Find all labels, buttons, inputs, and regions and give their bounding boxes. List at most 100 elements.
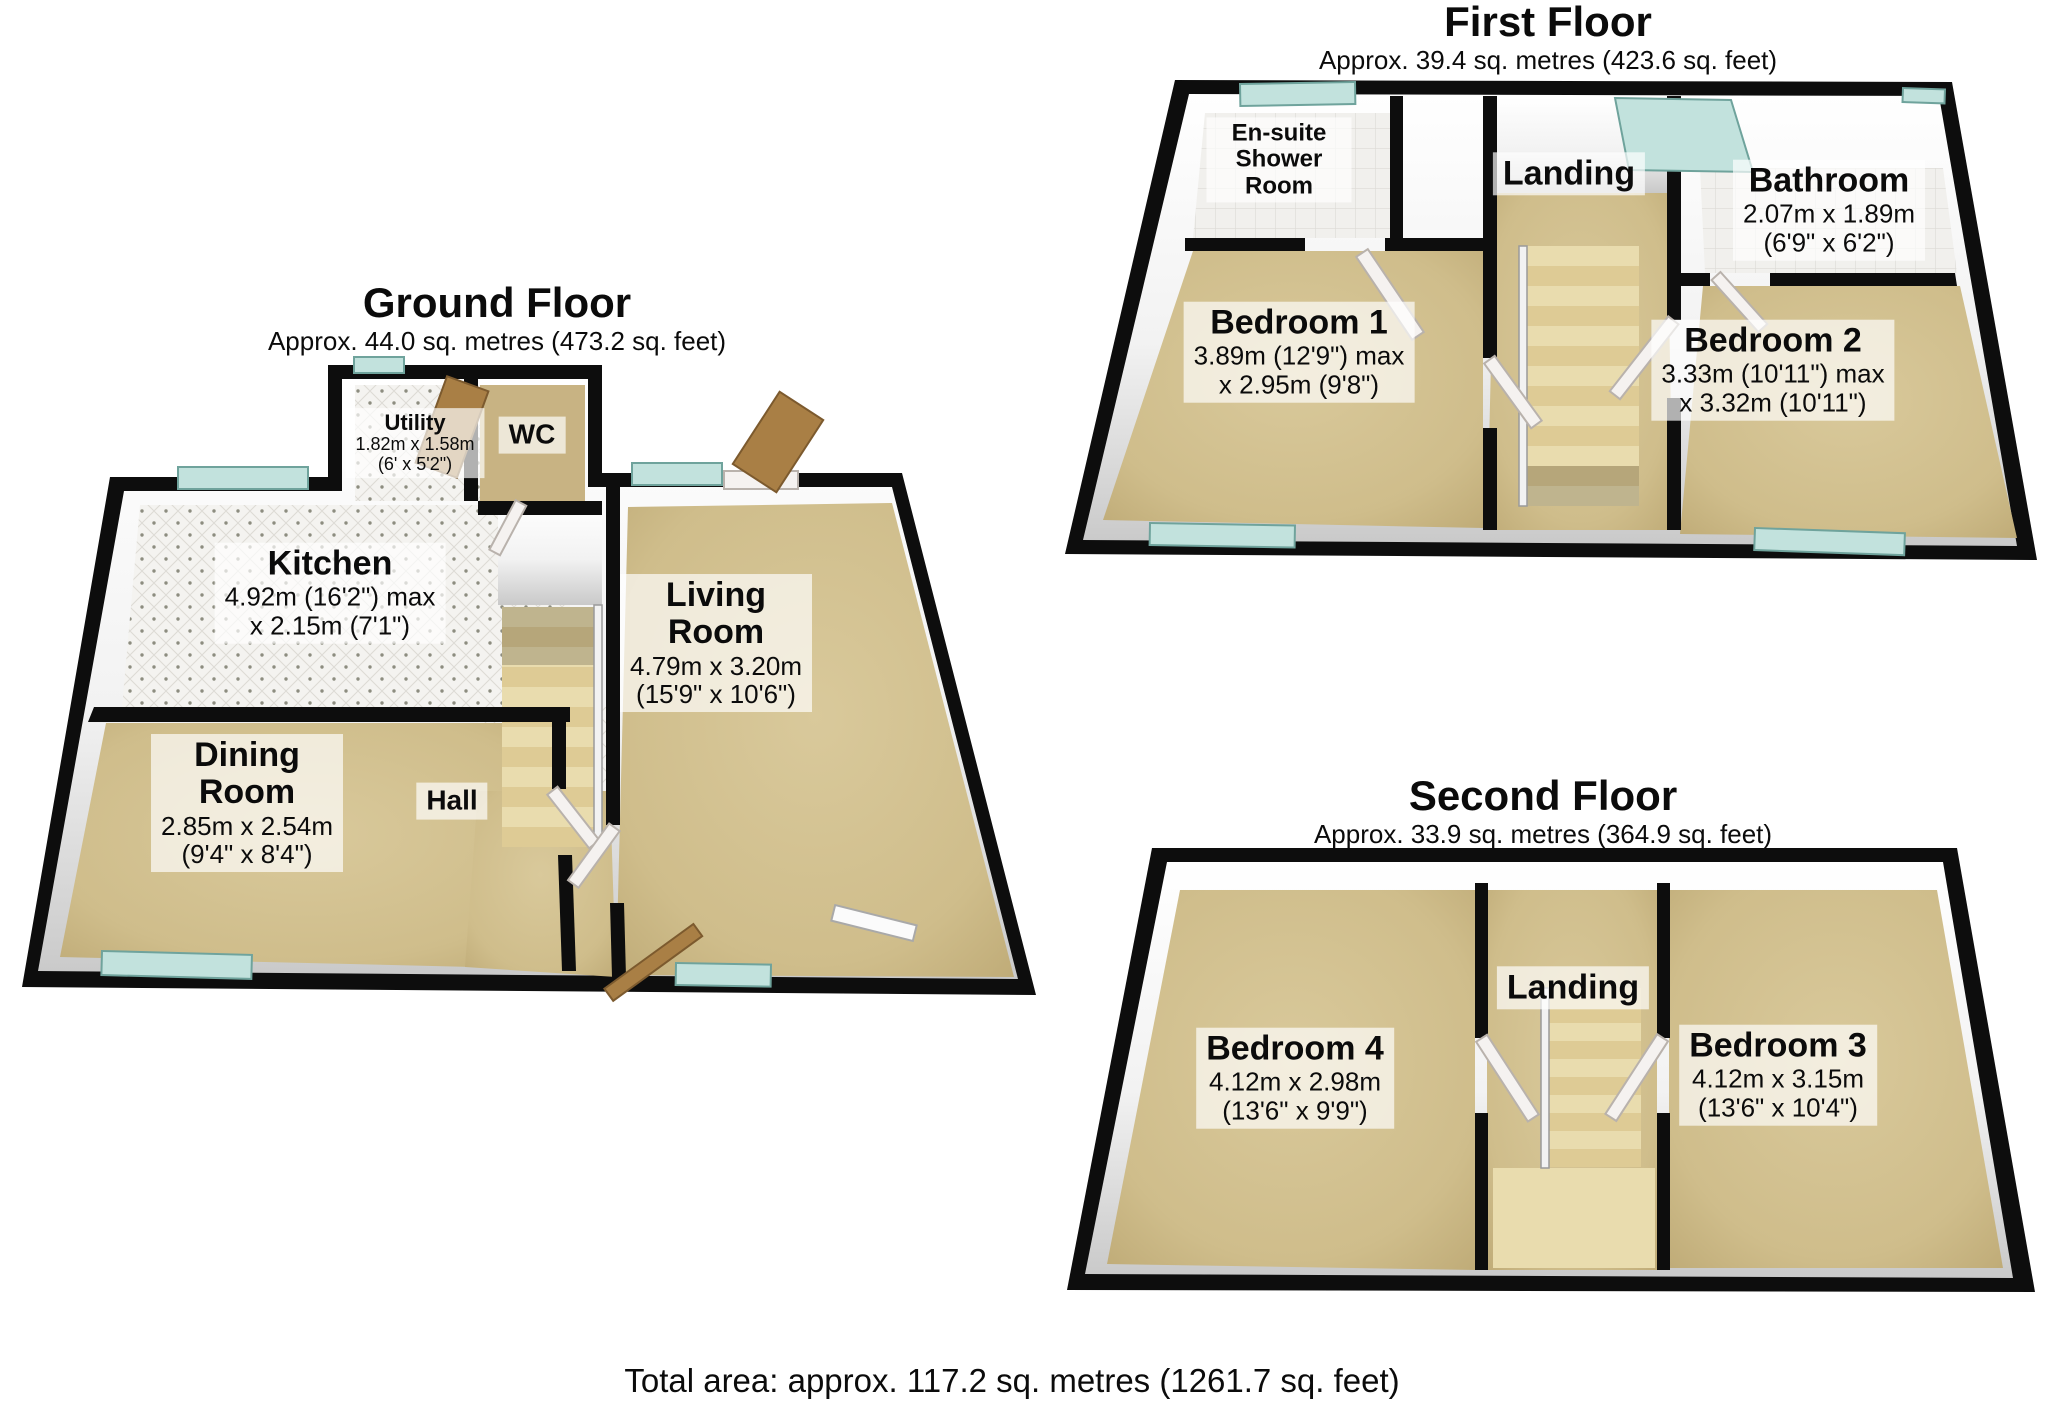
room-label-bedroom4: Bedroom 4 4.12m x 2.98m (13'6" x 9'9")	[1196, 1027, 1394, 1129]
ground-floor-drawing	[22, 356, 1036, 1003]
landing-name: Landing	[1502, 154, 1636, 193]
dining-room-dims-ft: (9'4" x 8'4")	[181, 839, 313, 870]
kitchen-dims-m: 4.92m (16'2") max	[224, 582, 436, 613]
bedroom2-name: Bedroom 2	[1684, 321, 1862, 360]
bedroom3-dims-ft: (13'6" x 10'4")	[1698, 1092, 1858, 1123]
partition-dining-hall-lower	[558, 855, 576, 971]
landing-name: Landing	[1506, 968, 1640, 1007]
bathroom-corner-window	[1901, 86, 1947, 105]
dining-room-window	[100, 949, 253, 980]
room-label-dining-room: Dining Room 2.85m x 2.54m (9'4" x 8'4")	[151, 734, 343, 872]
stair-step	[1527, 326, 1639, 346]
utility-dims-ft: (6' x 5'2")	[377, 454, 453, 475]
stair-step	[1527, 446, 1639, 466]
kitchen-name: Kitchen	[267, 544, 393, 583]
stair-step	[1527, 286, 1639, 306]
room-label-bathroom: Bathroom 2.07m x 1.89m (6'9" x 6'2")	[1733, 159, 1925, 261]
living-room-dims-m: 4.79m x 3.20m	[630, 650, 802, 681]
room-label-wc: WC	[498, 416, 566, 454]
stair-step	[1549, 1077, 1641, 1095]
bedroom4-dims-m: 4.12m x 2.98m	[1209, 1067, 1381, 1098]
utility-window	[353, 356, 405, 374]
utility-name: Utility	[384, 410, 446, 436]
stair-step	[1527, 426, 1639, 446]
dining-room-name: Dining Room	[194, 736, 300, 812]
partition-landing-left-lower	[1483, 428, 1497, 530]
hall-name: Hall	[426, 784, 478, 816]
room-label-hall: Hall	[416, 782, 488, 820]
ground-floor-title: Ground Floor	[362, 279, 632, 326]
room-label-ensuite: En-suite Shower Room	[1206, 117, 1352, 203]
bedroom4-name: Bedroom 4	[1206, 1029, 1384, 1068]
stair-step	[1549, 1113, 1641, 1131]
living-room-dims-ft: (15'9" x 10'6")	[636, 679, 796, 710]
stair-step	[1549, 1041, 1641, 1059]
stair-step	[1527, 246, 1639, 266]
partition-landing-right-lower	[1667, 398, 1681, 530]
first-floor-subtitle: Approx. 39.4 sq. metres (423.6 sq. feet)	[1318, 45, 1778, 76]
wc-name: WC	[508, 418, 556, 450]
second-floor-subtitle: Approx. 33.9 sq. metres (364.9 sq. feet)	[1313, 819, 1773, 850]
bedroom3-name: Bedroom 3	[1689, 1026, 1867, 1065]
second-floor-title: Second Floor	[1408, 772, 1678, 819]
living-room-name: Living Room	[665, 576, 767, 652]
partition-landing-left-upper	[1483, 96, 1497, 358]
dining-room-dims-m: 2.85m x 2.54m	[161, 810, 333, 841]
stair-step	[502, 727, 594, 747]
room-label-living-room: Living Room 4.79m x 3.20m (15'9" x 10'6"…	[620, 574, 812, 712]
bedroom4-dims-ft: (13'6" x 9'9")	[1222, 1095, 1368, 1126]
ground-floor-header: Ground Floor Approx. 44.0 sq. metres (47…	[267, 279, 727, 358]
partition-hall-living-lower	[610, 903, 626, 977]
ensuite-name: En-suite Shower Room	[1231, 119, 1327, 200]
stair-landing-platform	[1493, 1168, 1655, 1268]
stair-rail	[1540, 987, 1550, 1169]
bedroom2-window	[1753, 526, 1906, 557]
stair-step	[1527, 346, 1639, 366]
first-floor-plan: En-suite Shower Room Landing Bathroom 2.…	[1055, 68, 2045, 578]
stair-step	[502, 627, 594, 647]
ground-floor-plan: Utility 1.82m x 1.58m (6' x 5'2") WC Kit…	[10, 355, 1050, 1055]
partition-bathroom-right	[1770, 273, 1957, 286]
partition-ensuite-side	[1390, 96, 1403, 251]
front-door	[731, 390, 825, 494]
stair-step	[502, 687, 594, 707]
living-room-door	[566, 822, 622, 890]
room-label-kitchen: Kitchen 4.92m (16'2") max x 2.15m (7'1")	[214, 542, 446, 644]
living-room-bottom-window	[674, 961, 773, 988]
room-label-bedroom1: Bedroom 1 3.89m (12'9") max x 2.95m (9'8…	[1183, 301, 1415, 403]
stair-step	[1527, 306, 1639, 326]
radiator	[830, 903, 918, 943]
partition-landing-right-lower	[1657, 1113, 1670, 1270]
partition-ensuite-left	[1185, 238, 1305, 251]
hall-entrance-door	[602, 922, 704, 1003]
first-floor-header: First Floor Approx. 39.4 sq. metres (423…	[1319, 0, 1777, 77]
ground-floor-subtitle: Approx. 44.0 sq. metres (473.2 sq. feet)	[267, 326, 727, 357]
stair-step	[1527, 406, 1639, 426]
bathroom-dims-ft: (6'9" x 6'2")	[1763, 227, 1895, 258]
total-area-text: Total area: approx. 117.2 sq. metres (12…	[624, 1362, 1400, 1399]
stair-step	[1527, 366, 1639, 386]
stair-shadow	[502, 607, 594, 665]
stair-step	[1549, 1149, 1641, 1167]
stair-step	[502, 667, 594, 687]
stair-step	[1527, 486, 1639, 506]
room-label-utility: Utility 1.82m x 1.58m (6' x 5'2")	[345, 408, 485, 478]
partition-landing-left-upper	[1475, 883, 1488, 1038]
bedroom2-dims-m: 3.33m (10'11") max	[1661, 359, 1885, 390]
first-floor-title: First Floor	[1444, 0, 1652, 45]
stair-step	[1527, 466, 1639, 486]
bedroom1-dims-m: 3.89m (12'9") max	[1193, 341, 1405, 372]
room-label-landing: Landing	[1492, 152, 1646, 196]
partition-kitchen-dining	[88, 707, 570, 722]
bedroom4-door	[1474, 1033, 1541, 1123]
kitchen-dims-ft: x 2.15m (7'1")	[249, 610, 411, 641]
bedroom1-door	[1482, 354, 1544, 430]
stair-step	[1527, 266, 1639, 286]
room-label-bedroom2: Bedroom 2 3.33m (10'11") max x 3.32m (10…	[1651, 319, 1895, 421]
bedroom1-name: Bedroom 1	[1210, 303, 1388, 342]
stair-step	[1549, 1131, 1641, 1149]
partition-landing-left-lower	[1475, 1113, 1488, 1270]
bedroom3-dims-m: 4.12m x 3.15m	[1692, 1064, 1864, 1095]
stair-step	[502, 607, 594, 627]
living-room-top-window	[631, 462, 723, 486]
